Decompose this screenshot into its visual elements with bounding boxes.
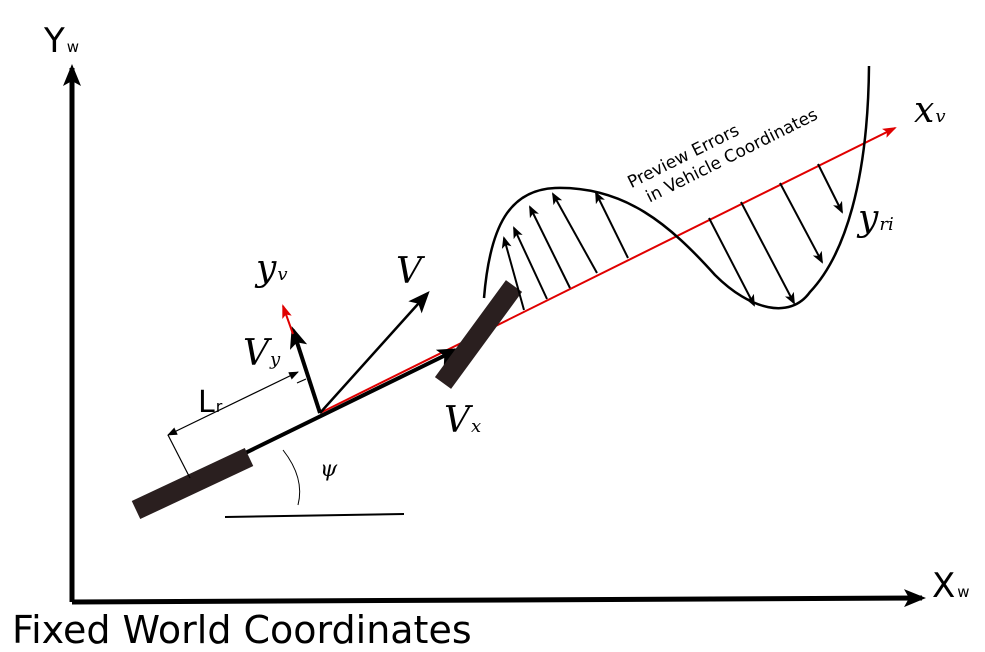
error-arrow [708,217,755,307]
yaw-reference-line [224,513,405,518]
error-arrow [817,163,843,214]
diagram-caption: Fixed World Coordinates [12,608,472,652]
vy-label: Vy [243,333,281,374]
error-arrow [740,201,795,305]
error-arrow [513,226,548,300]
preview-errors-annotation: Preview Errors in Vehicle Coordinates [625,105,822,207]
velocity-label: V [396,251,426,292]
vehicle-x-axis [319,127,897,414]
error-arrow [529,205,571,289]
rear-wheel [131,447,254,520]
vx-label: Vx [444,400,481,441]
vehicle-y-label: yv [254,248,288,289]
vehicle-x-label: xv [914,90,945,131]
error-arrow [501,236,525,311]
road-curve [482,65,871,310]
world-x-axis [71,589,926,608]
preview-error-arrows [501,163,843,311]
vehicle-y-axis [282,304,294,335]
velocity-vector [319,291,430,414]
error-arrow [779,182,823,264]
yaw-label: ψ [320,457,338,482]
error-arrow [552,192,598,274]
error-arrow [595,191,629,259]
yri-label: yri [856,198,894,239]
vy-vector [290,326,322,414]
lr-dimension [167,371,299,436]
lr-extension-line [167,434,191,479]
front-wheel [434,280,523,389]
lr-label: Lr [198,385,223,420]
yaw-arc [282,449,301,506]
right-angle-mark [296,378,307,384]
